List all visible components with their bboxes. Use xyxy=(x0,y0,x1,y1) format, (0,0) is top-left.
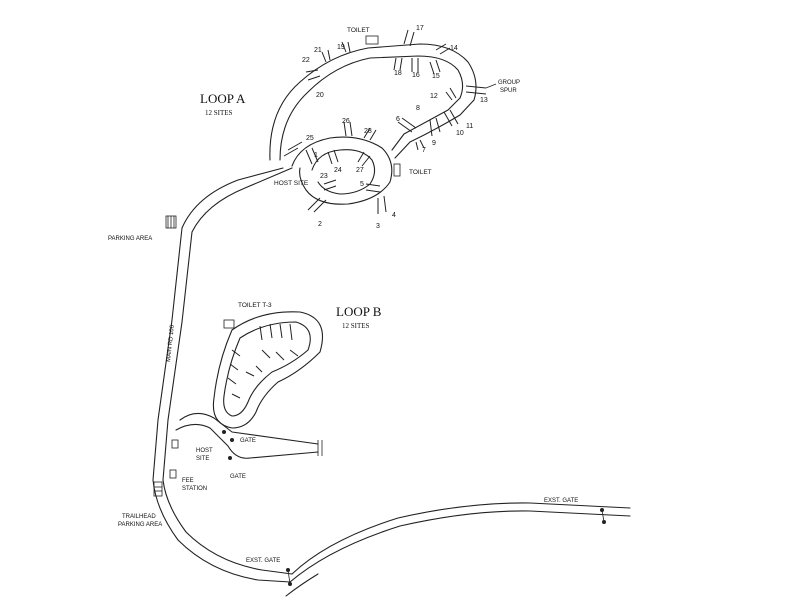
exst-gate-right-marker xyxy=(600,508,606,524)
exst-gate-right-label: EXST. GATE xyxy=(544,498,578,504)
parking-area-label: PARKING AREA xyxy=(108,236,152,242)
site-number: 13 xyxy=(480,97,488,104)
site-number: 2 xyxy=(318,221,322,228)
fee-station-label-1: FEE xyxy=(182,478,194,484)
site-number: 20 xyxy=(316,92,324,99)
gate-marker xyxy=(228,456,232,460)
site-number: 7 xyxy=(422,147,426,154)
trailhead-parking-icon xyxy=(153,481,163,497)
site-number: 28 xyxy=(364,128,372,135)
site-number: 25 xyxy=(306,135,314,142)
site-number: 11 xyxy=(466,123,473,130)
group-spur-label-2: SPUR xyxy=(500,88,517,94)
loop-b-road xyxy=(212,311,324,429)
gate-label-1: GATE xyxy=(240,438,256,444)
site-number: 1 xyxy=(314,152,318,159)
site-number: 26 xyxy=(342,118,350,125)
site-number: 16 xyxy=(412,72,420,79)
site-number: 23 xyxy=(320,173,328,180)
group-spur-label-1: GROUP xyxy=(498,80,520,86)
fee-station-icon xyxy=(169,469,177,479)
parking-area-icon xyxy=(165,215,177,229)
site-numbers: 17 14 21 19 22 18 16 15 20 12 13 8 6 11 … xyxy=(302,25,488,230)
loop-b-sites xyxy=(227,323,299,399)
loop-a-sites: 12 SITES xyxy=(205,109,233,117)
fee-station-label-2: STATION xyxy=(182,486,207,492)
trailhead-label-2: PARKING AREA xyxy=(118,522,162,528)
toilet-right-icon xyxy=(393,163,401,177)
host-site-a-label: HOST SITE xyxy=(274,180,309,187)
toilet-t3-label: TOILET T-3 xyxy=(238,302,272,309)
site-number: 14 xyxy=(450,45,458,52)
main-road xyxy=(152,167,293,583)
site-number: 19 xyxy=(337,44,345,51)
exit-road xyxy=(285,502,631,597)
site-number: 17 xyxy=(416,25,424,32)
site-number: 12 xyxy=(430,93,438,100)
site-number: 4 xyxy=(392,212,396,219)
gate-marker xyxy=(222,430,226,434)
site-number: 10 xyxy=(456,130,464,137)
site-number: 21 xyxy=(314,47,322,54)
gate-marker xyxy=(230,438,234,442)
main-road-label: MAIN RD 106 xyxy=(166,324,176,362)
site-number: 9 xyxy=(432,140,436,147)
loop-b-sites: 12 SITES xyxy=(342,322,370,330)
exst-gate-bottom-marker xyxy=(286,568,292,586)
site-number: 22 xyxy=(302,57,310,64)
site-number: 6 xyxy=(396,116,400,123)
toilet-right-label: TOILET xyxy=(409,169,432,176)
exst-gate-bottom-label: EXST. GATE xyxy=(246,558,280,564)
site-number: 8 xyxy=(416,105,420,112)
site-number: 27 xyxy=(356,167,364,174)
site-number: 24 xyxy=(334,167,342,174)
site-number: 5 xyxy=(360,181,364,188)
site-number: 15 xyxy=(432,73,440,80)
site-number: 18 xyxy=(394,70,402,77)
loop-b-access xyxy=(175,412,323,460)
toilet-top-icon xyxy=(365,35,379,45)
site-number: 3 xyxy=(376,223,380,230)
loop-a-spurs xyxy=(283,29,487,214)
toilet-t3-icon xyxy=(223,319,235,329)
loop-a-title: LOOP A xyxy=(200,91,246,106)
toilet-top-label: TOILET xyxy=(347,27,370,34)
host-site-b-icon xyxy=(171,439,179,449)
loop-b-title: LOOP B xyxy=(336,304,382,319)
trailhead-label-1: TRAILHEAD xyxy=(122,514,156,520)
gate-label-2: GATE xyxy=(230,474,246,480)
host-site-b-label-1: HOST xyxy=(196,448,213,454)
host-site-b-label-2: SITE xyxy=(196,456,209,462)
